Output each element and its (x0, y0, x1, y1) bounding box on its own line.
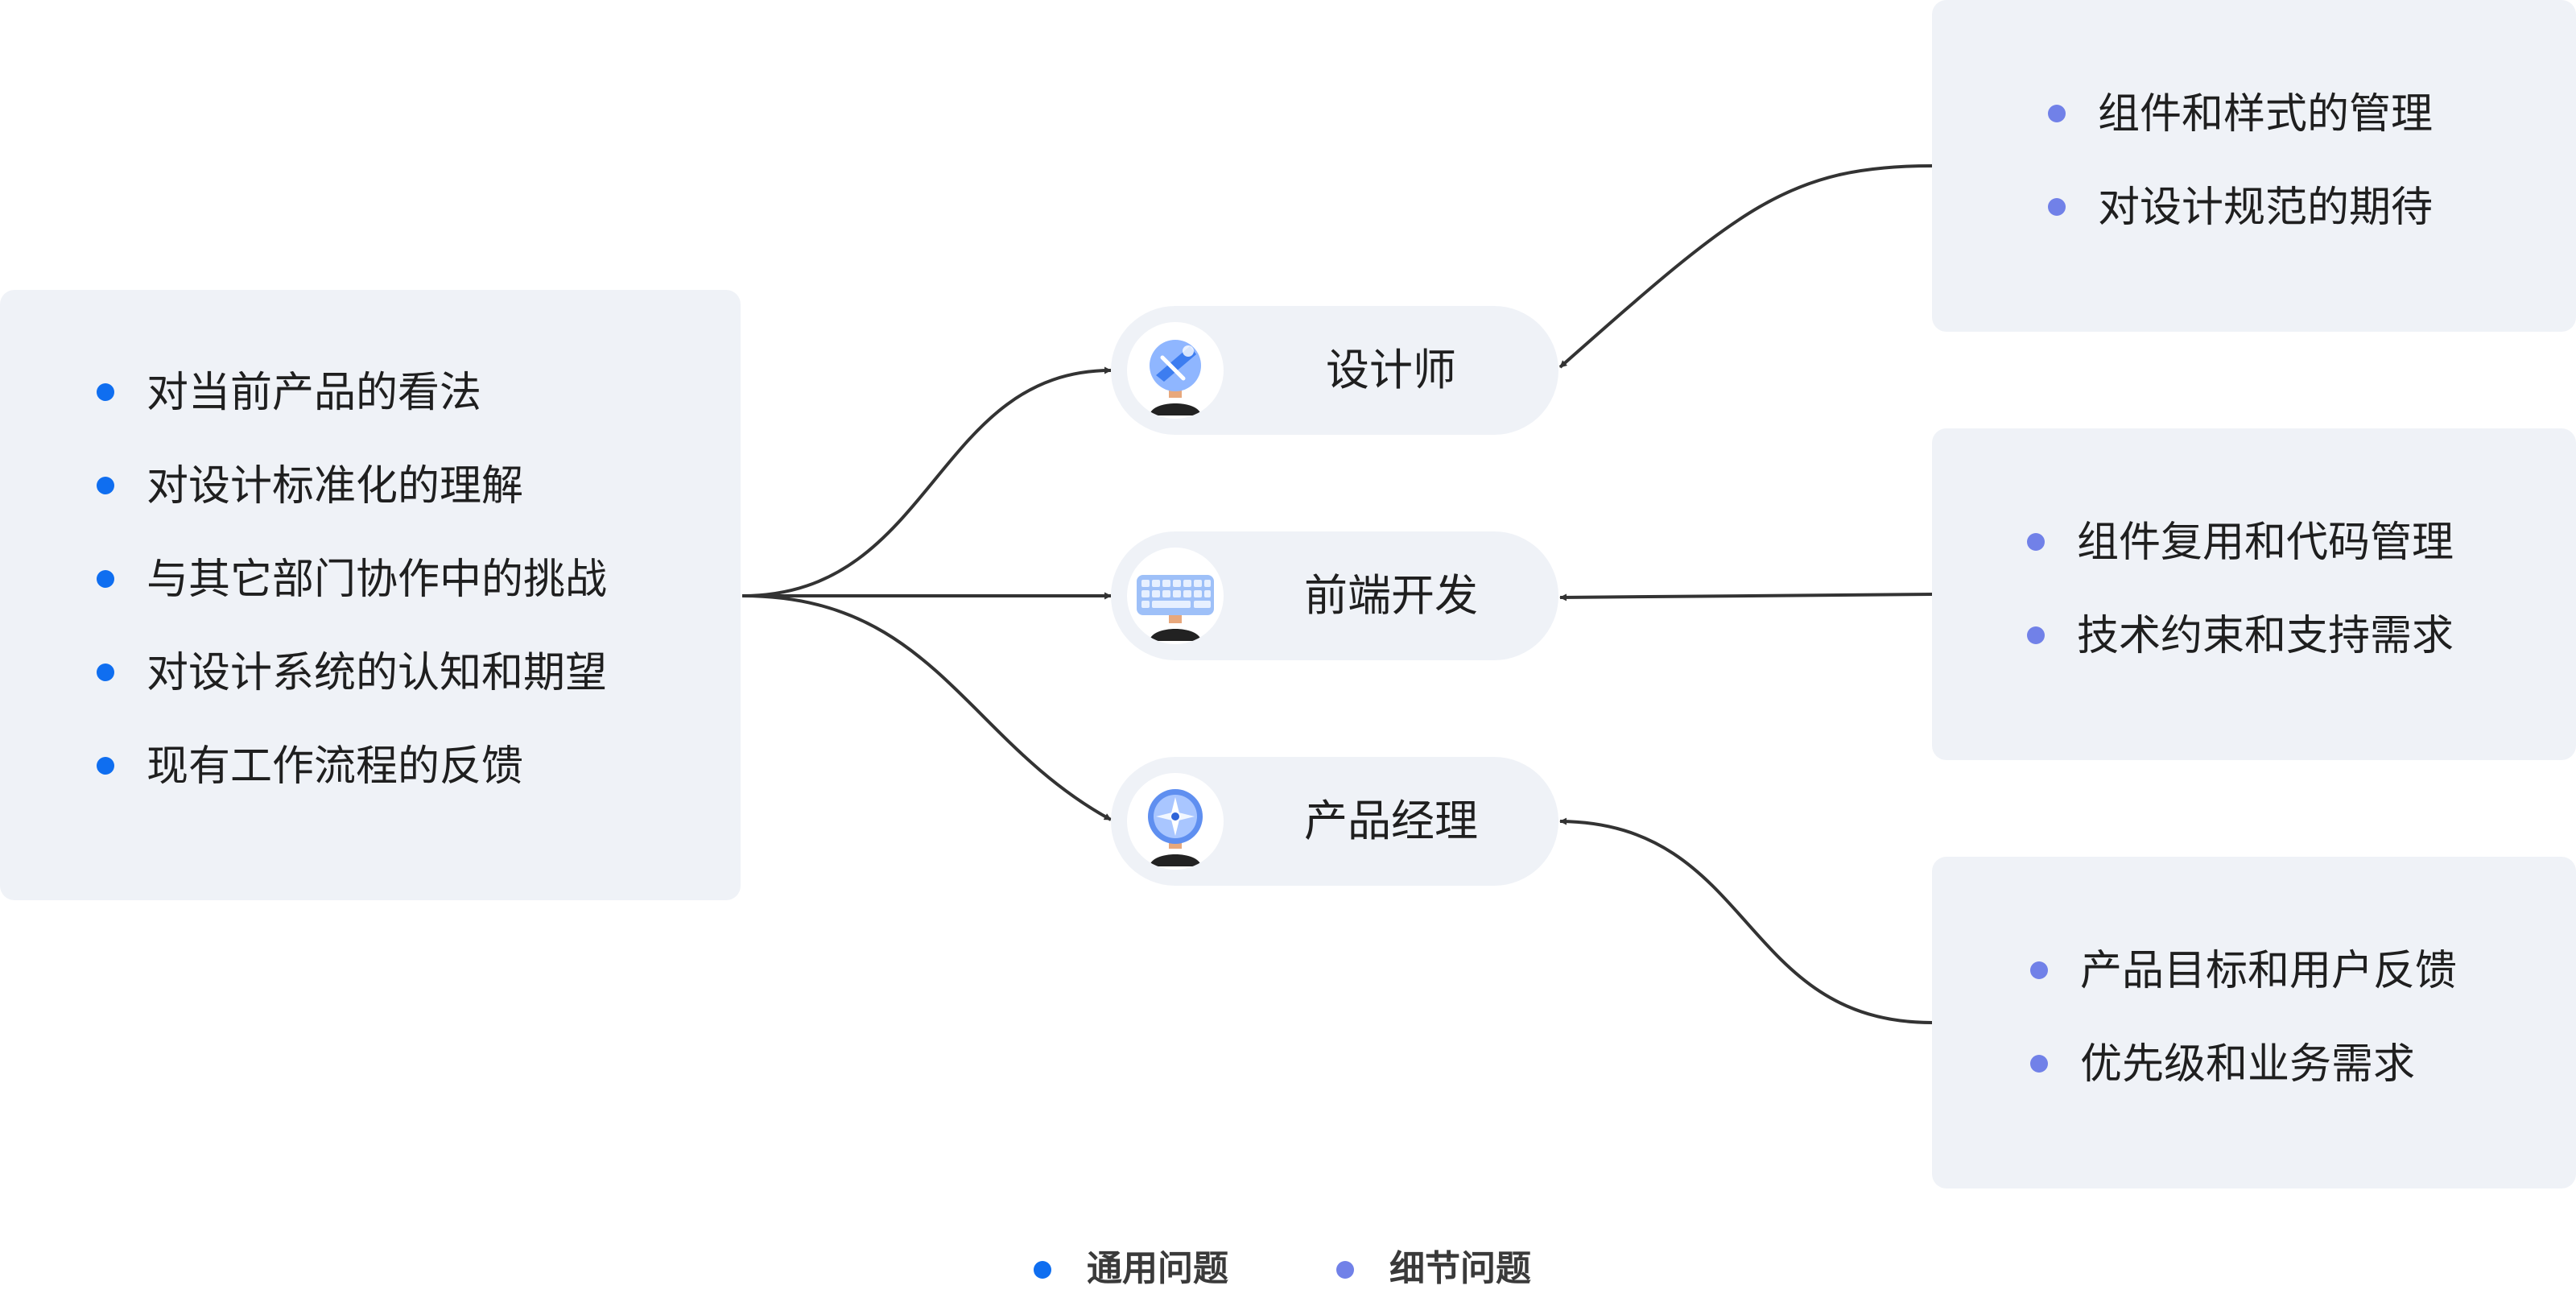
list-item: 对设计规范的期待 (2048, 161, 2547, 254)
developer-avatar-icon (1127, 548, 1224, 644)
pm-details-panel: 产品目标和用户反馈 优先级和业务需求 (1932, 857, 2576, 1188)
general-dot (97, 477, 114, 494)
legend-general: 通用问题 (1034, 1240, 1275, 1298)
list-item: 现有工作流程的反馈 (97, 720, 708, 813)
connector-general-to-designer (741, 366, 1112, 597)
connector-detail-to-pm (1559, 817, 1933, 1024)
detail-dot (2048, 105, 2066, 122)
detail-dot (2048, 198, 2066, 216)
general-dot (97, 757, 114, 775)
frontend-details-panel: 组件复用和代码管理 技术约束和支持需求 (1932, 428, 2576, 760)
role-label: 产品经理 (1304, 796, 1478, 846)
detail-dot (2027, 533, 2045, 551)
product-manager-avatar-icon (1127, 773, 1224, 870)
list-item: 产品目标和用户反馈 (2030, 924, 2562, 1018)
general-topics-panel: 对当前产品的看法 对设计标准化的理解 与其它部门协作中的挑战 对设计系统的认知和… (0, 290, 741, 900)
legend-general-dot (1034, 1261, 1051, 1279)
connector-detail-to-designer (1558, 164, 1933, 369)
list-item: 优先级和业务需求 (2030, 1018, 2562, 1111)
general-dot (97, 383, 114, 401)
list-item: 组件复用和代码管理 (2027, 496, 2558, 589)
role-label: 前端开发 (1304, 570, 1478, 621)
connector-detail-to-frontend (1559, 593, 1933, 601)
general-dot (97, 570, 114, 588)
list-item: 组件和样式的管理 (2048, 68, 2547, 161)
list-item: 对设计系统的认知和期望 (97, 626, 708, 720)
role-node-pm: 产品经理 (1111, 757, 1558, 886)
detail-dot (2030, 1055, 2048, 1073)
legend-detail: 细节问题 (1336, 1240, 1578, 1298)
list-item: 与其它部门协作中的挑战 (97, 533, 708, 626)
role-node-frontend: 前端开发 (1111, 531, 1558, 660)
designer-details-panel: 组件和样式的管理 对设计规范的期待 (1932, 0, 2576, 332)
connector-general-to-pm (741, 594, 1112, 821)
detail-dot (2027, 626, 2045, 644)
list-item: 技术约束和支持需求 (2027, 589, 2558, 683)
list-item: 对当前产品的看法 (97, 346, 708, 440)
role-node-designer: 设计师 (1111, 306, 1558, 435)
list-item: 对设计标准化的理解 (97, 440, 708, 533)
role-label: 设计师 (1326, 345, 1456, 395)
detail-dot (2030, 961, 2048, 979)
designer-avatar-icon (1127, 322, 1224, 419)
legend-detail-dot (1336, 1261, 1354, 1279)
general-dot (97, 663, 114, 681)
